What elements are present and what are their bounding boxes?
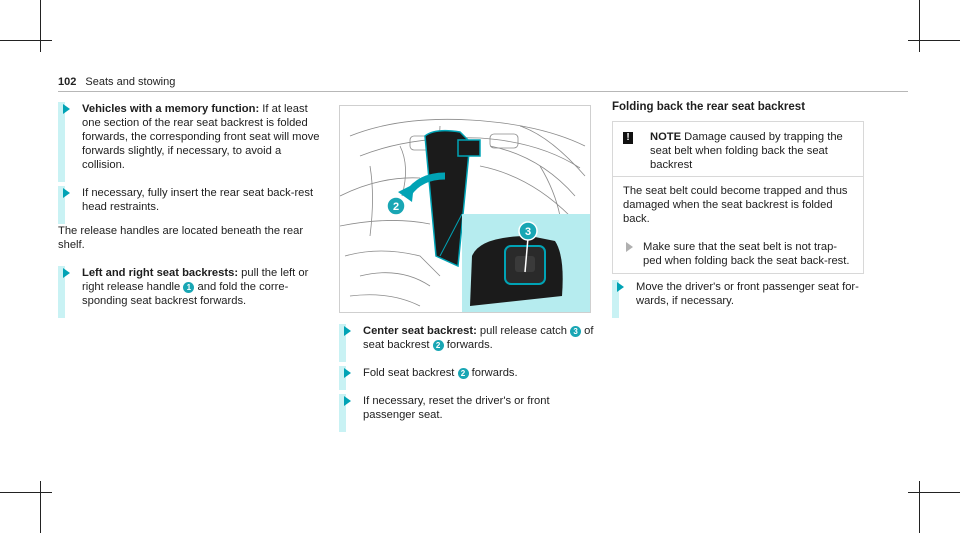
instruction-step: Move the driver's or front passenger sea…: [612, 280, 867, 318]
step-heading: Center seat backrest:: [363, 325, 477, 337]
body-paragraph: The release handles are located beneath …: [58, 225, 304, 251]
callout-3-label: 3: [525, 226, 531, 238]
instruction-step: Center seat backrest: pull release catch…: [339, 324, 594, 362]
step-arrow-icon: [344, 326, 351, 336]
step-highlight-bar: [339, 394, 346, 432]
step-highlight-bar: [339, 324, 346, 362]
step-highlight-bar: [58, 266, 65, 318]
note-body: The seat belt could become trapped and t…: [623, 184, 855, 280]
crop-mark: [40, 0, 41, 52]
seat-illustration: 2 3: [339, 105, 591, 313]
crop-mark: [908, 40, 960, 41]
step-text: Fold seat backrest: [363, 367, 458, 379]
step-highlight-bar: [58, 186, 65, 224]
step-text: and fold the corre-sponding seat backres…: [82, 281, 289, 307]
step-text: forwards.: [443, 339, 493, 351]
step-highlight-bar: [339, 366, 346, 390]
step-text: If at least one section of the rear seat…: [82, 103, 320, 171]
note-header: ! NOTE Damage caused by trapping the sea…: [613, 122, 863, 177]
note-description: Damage caused by trapping the seat belt …: [650, 131, 843, 171]
left-column: Vehicles with a memory function: If at l…: [58, 102, 323, 320]
note-paragraph: The seat belt could become trapped and t…: [623, 185, 848, 225]
instruction-step: Vehicles with a memory function: If at l…: [58, 102, 323, 182]
step-highlight-bar: [612, 280, 619, 318]
callout-number: 2: [432, 340, 444, 351]
crop-mark: [919, 481, 920, 533]
step-heading: Left and right seat backrests:: [82, 267, 239, 279]
step-arrow-icon: [626, 242, 633, 252]
callout-2-label: 2: [393, 201, 399, 213]
step-text: Make sure that the seat belt is not trap…: [643, 241, 850, 267]
step-text: pull the left or right release handle: [82, 267, 309, 293]
instruction-step: Fold seat backrest 2 forwards.: [339, 366, 594, 390]
step-text: forwards.: [468, 367, 518, 379]
step-arrow-icon: [344, 368, 351, 378]
page-number: 102: [58, 76, 77, 88]
step-text: If necessary, fully insert the rear seat…: [82, 187, 314, 213]
step-text: If necessary, reset the driver's or fron…: [363, 395, 550, 421]
crop-mark: [0, 40, 52, 41]
note-label: NOTE: [650, 131, 682, 143]
step-arrow-icon: [63, 268, 70, 278]
crop-mark: [0, 492, 52, 493]
callout-number: 1: [183, 282, 195, 293]
step-heading: Vehicles with a memory function:: [82, 103, 260, 115]
crop-mark: [908, 492, 960, 493]
instruction-step: If necessary, reset the driver's or fron…: [339, 394, 594, 432]
section-title: Seats and stowing: [85, 76, 176, 88]
note-box: ! NOTE Damage caused by trapping the sea…: [612, 121, 864, 274]
step-text: of seat backrest: [363, 325, 594, 351]
section-heading: Folding back the rear seat backrest: [612, 101, 806, 113]
step-arrow-icon: [344, 396, 351, 406]
note-text: NOTE Damage caused by trapping the seat …: [650, 130, 855, 172]
step-arrow-icon: [617, 282, 624, 292]
page-header: 102 Seats and stowing: [58, 76, 175, 88]
step-text: Move the driver's or front passenger sea…: [636, 281, 859, 307]
crop-mark: [40, 481, 41, 533]
step-arrow-icon: [63, 188, 70, 198]
warning-icon: !: [623, 132, 633, 144]
middle-column: Center seat backrest: pull release catch…: [339, 324, 594, 434]
callout-number: 3: [570, 326, 582, 337]
step-text: pull release catch: [476, 325, 571, 337]
right-column: Move the driver's or front passenger sea…: [612, 280, 867, 320]
step-highlight-bar: [58, 102, 65, 182]
instruction-step: Left and right seat backrests: pull the …: [58, 266, 323, 318]
instruction-step: If necessary, fully insert the rear seat…: [58, 186, 323, 224]
note-step: Make sure that the seat belt is not trap…: [623, 240, 855, 268]
header-divider: [58, 91, 908, 92]
step-arrow-icon: [63, 104, 70, 114]
crop-mark: [919, 0, 920, 52]
seat-backrest-drawing: 2 3: [340, 118, 590, 312]
callout-number: 2: [457, 368, 469, 379]
